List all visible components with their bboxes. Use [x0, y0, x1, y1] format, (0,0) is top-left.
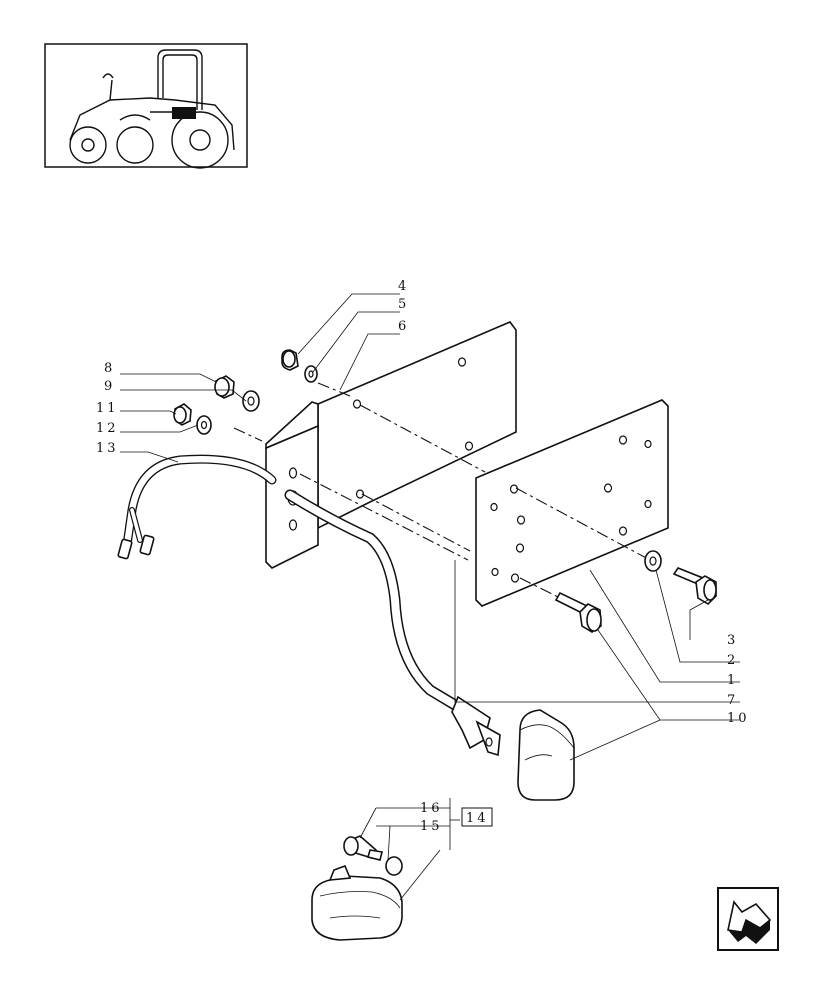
callout-2: 2	[727, 653, 738, 668]
nut-part-4	[281, 349, 299, 371]
lamp-holder-part-16	[343, 835, 383, 861]
callout-6: 6	[398, 319, 409, 334]
washer-part-2	[644, 550, 662, 572]
assembly-axis-lines	[233, 382, 651, 599]
callout-3: 3	[727, 633, 738, 648]
callout-11: 11	[96, 401, 119, 416]
callout-9: 9	[104, 379, 115, 394]
bulb-part-15	[385, 856, 403, 876]
callout-14-box	[461, 807, 493, 827]
cable-harness-part-13	[117, 454, 501, 757]
nut-part-11	[173, 403, 192, 426]
tractor-locator-thumbnail	[44, 43, 248, 169]
plate-part-1	[475, 399, 669, 607]
callout-7: 7	[727, 693, 738, 708]
callout-14: 14	[466, 811, 489, 826]
leader-lines	[120, 293, 740, 901]
callout-13: 13	[96, 441, 119, 456]
lamp-part-7	[517, 709, 575, 801]
bolt-part-3	[672, 567, 717, 606]
next-page-arrow-icon[interactable]	[717, 887, 779, 951]
callout-16: 16	[420, 801, 443, 816]
callout-8: 8	[104, 361, 115, 376]
callout-1: 1	[727, 673, 738, 688]
callout-15: 15	[420, 819, 443, 834]
highlight-marker	[172, 107, 196, 119]
bolt-part-10	[554, 591, 602, 633]
callout-5: 5	[398, 297, 409, 312]
callout-labels: 4 5 6 8 9 11 12 13 3 2 1 7 10 16 15 14	[96, 279, 750, 834]
callout-10: 10	[727, 711, 750, 726]
callout-4: 4	[398, 279, 409, 294]
lamp-assembly-part-14	[311, 864, 403, 941]
washer-part-12	[196, 415, 212, 435]
callout-12: 12	[96, 421, 119, 436]
nut-part-8	[214, 375, 235, 399]
washer-part-9	[242, 390, 260, 412]
